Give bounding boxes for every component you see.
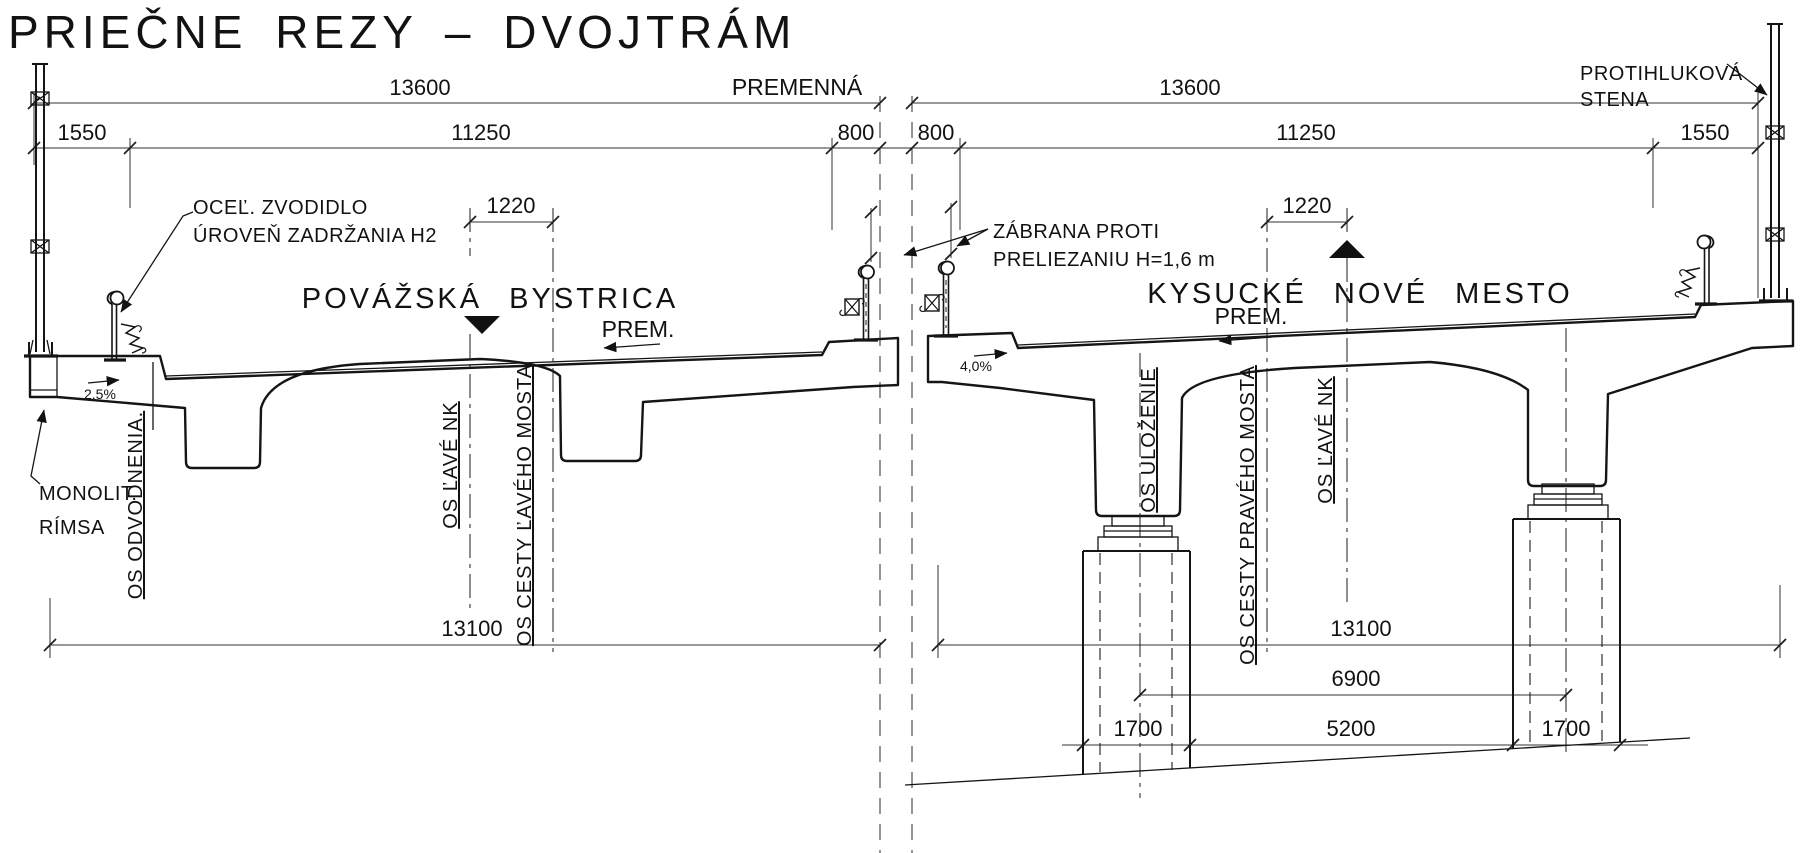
dim-5200: 5200 <box>1327 716 1376 741</box>
gap-centerlines <box>879 96 913 853</box>
guardrail-label-line1: OCEĽ. ZVODIDLO <box>193 197 368 219</box>
direction-triangle-right <box>1329 240 1365 258</box>
axis-label-right-nk: OS ĽAVÉ NK <box>1314 376 1337 503</box>
slope-label-right: 4,0% <box>960 358 992 374</box>
right-overlay-line <box>1017 313 1696 346</box>
noise-barrier-left <box>24 63 58 358</box>
slope-label-left: 2,5% <box>84 386 116 402</box>
dim-1550-left: 1550 <box>58 120 107 145</box>
axis-label-left-road: OS CESTY ĽAVÉHO MOSTA <box>513 364 536 646</box>
leader-lines <box>30 63 1768 485</box>
noise-barrier-right <box>1759 23 1793 303</box>
axis-label-bearing: OS ULOŽENIE <box>1137 367 1160 512</box>
dim-13100-right: 13100 <box>1330 616 1391 641</box>
dim-11250-right: 11250 <box>1276 120 1336 145</box>
dim-13100-left: 13100 <box>441 616 502 641</box>
ground-line <box>904 737 1691 786</box>
axis-label-left-nk: OS ĽAVÉ NK <box>439 401 462 528</box>
dim-800-right: 800 <box>918 120 955 145</box>
dim-800-left: 800 <box>838 120 875 145</box>
railing-left-bridge <box>838 263 880 342</box>
dim-13600-left: 13600 <box>389 75 450 100</box>
chainage-label-right: PREM. <box>1215 303 1288 329</box>
dim-ticks <box>27 96 1787 752</box>
dim-1700-left: 1700 <box>1114 716 1163 741</box>
right-bridge <box>904 299 1795 786</box>
direction-triangle-left <box>464 316 500 334</box>
left-bridge <box>28 336 900 470</box>
climb-barrier-label-line1: ZÁBRANA PROTI <box>993 220 1160 243</box>
cornice-label-line2: RÍMSA <box>39 516 105 539</box>
chainage-label-left: PREM. <box>602 316 675 342</box>
axis-label-right-road: OS CESTY PRAVÉHO MOSTA <box>1236 365 1259 665</box>
axis-lines <box>469 208 1567 798</box>
guardrail-label-line2: ÚROVEŇ ZADRŽANIA H2 <box>193 224 437 247</box>
dim-11250-left: 11250 <box>451 120 511 145</box>
dim-1550-right: 1550 <box>1681 120 1730 145</box>
left-deck-outline <box>28 336 900 470</box>
guardrail-left <box>102 289 148 362</box>
climb-barrier-label-line2: PRELIEZANIU H=1,6 m <box>993 249 1215 271</box>
dim-6900: 6900 <box>1332 666 1381 691</box>
dim-1220-right: 1220 <box>1283 193 1332 218</box>
dimension-lines <box>33 93 1781 746</box>
page-title: PRIEČNE REZY – DVOJTRÁM <box>8 6 796 58</box>
bearing-left <box>1097 515 1179 552</box>
pier-left <box>1082 550 1191 774</box>
dim-1220-left: 1220 <box>487 193 536 218</box>
cornice-label-line1: MONOLIT. <box>39 483 137 505</box>
pier-right <box>1512 518 1621 749</box>
dim-labels: 13600 PREMENNÁ 13600 1550 11250 800 800 … <box>58 74 1730 741</box>
railing-right-bridge <box>918 259 960 338</box>
axis-label-drainage: OS ODVODNENIA. <box>125 411 147 599</box>
direction-label-right: KYSUCKÉ NOVÉ MESTO <box>1147 277 1573 310</box>
noise-wall-label-line1: PROTIHLUKOVÁ <box>1580 62 1743 85</box>
dim-premenna: PREMENNÁ <box>732 74 863 100</box>
left-overlay-line <box>165 351 823 377</box>
right-deck-outline <box>926 299 1795 518</box>
noise-wall-label-line2: STENA <box>1580 89 1649 111</box>
bearing-right <box>1527 483 1609 520</box>
direction-label-left: POVÁŽSKÁ BYSTRICA <box>302 282 678 315</box>
guardrail-right <box>1673 233 1719 306</box>
dim-13600-right: 13600 <box>1159 75 1220 100</box>
